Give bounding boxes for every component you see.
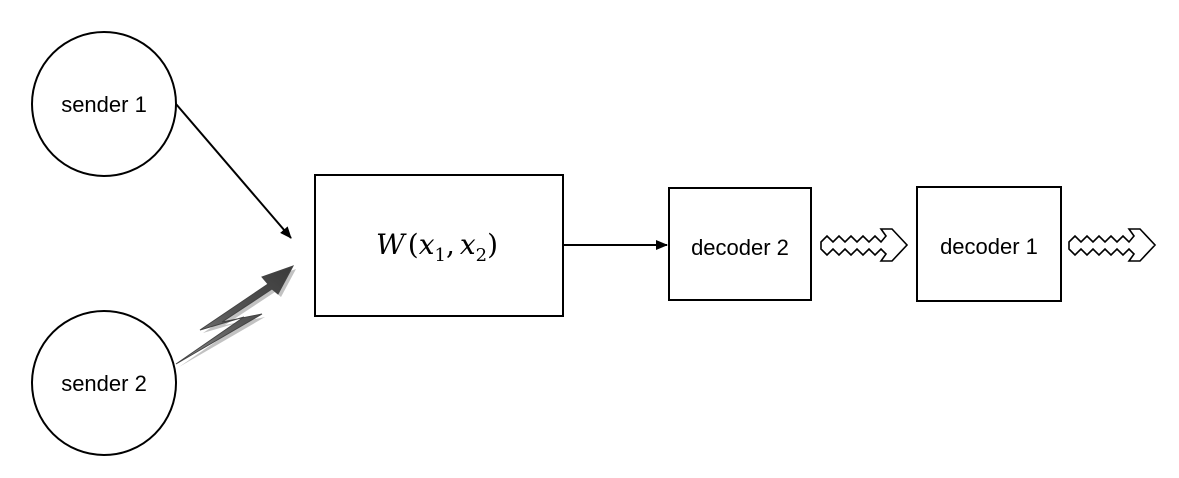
arrow-sender-1-to-channel [175,103,292,239]
channel-node: W(x1,x2) [314,174,564,317]
sender-2-label: sender 2 [61,371,147,396]
sender-2-circle [31,310,177,456]
channel-box [314,174,564,317]
channel-func: W [376,228,407,261]
zigzag-arrow-decoder-1-output [1068,228,1157,262]
decoder-1-node: decoder 1 [916,186,1062,302]
sender-1-node: sender 1 [31,31,177,177]
decoder-2-label: decoder 2 [691,235,789,260]
channel-comma: , [446,228,455,261]
channel-var-2: x [460,228,476,261]
zigzag-arrow-icon [820,228,909,262]
channel-sub-2: 2 [476,245,487,266]
channel-close-paren: ) [487,228,498,261]
channel-open-paren: ( [408,228,419,261]
channel-sub-1: 1 [434,245,445,266]
lightning-bolt-icon [175,265,295,365]
channel-var-1: x [419,228,435,261]
lightning-arrow-sender-2 [175,265,296,367]
decoder-1-label: decoder 1 [940,234,1038,259]
channel-formula: W(x1,x2) [376,228,498,266]
zigzag-arrow-decoder-2-to-decoder-1 [820,228,909,262]
decoder-2-node: decoder 2 [668,187,812,301]
lightning-bolt-shadow [179,269,296,367]
sender-1-label: sender 1 [61,92,147,117]
sender-2-node: sender 2 [31,310,177,456]
decoder-2-box [668,187,812,301]
zigzag-arrow-icon [1068,228,1157,262]
decoder-1-box [916,186,1062,302]
